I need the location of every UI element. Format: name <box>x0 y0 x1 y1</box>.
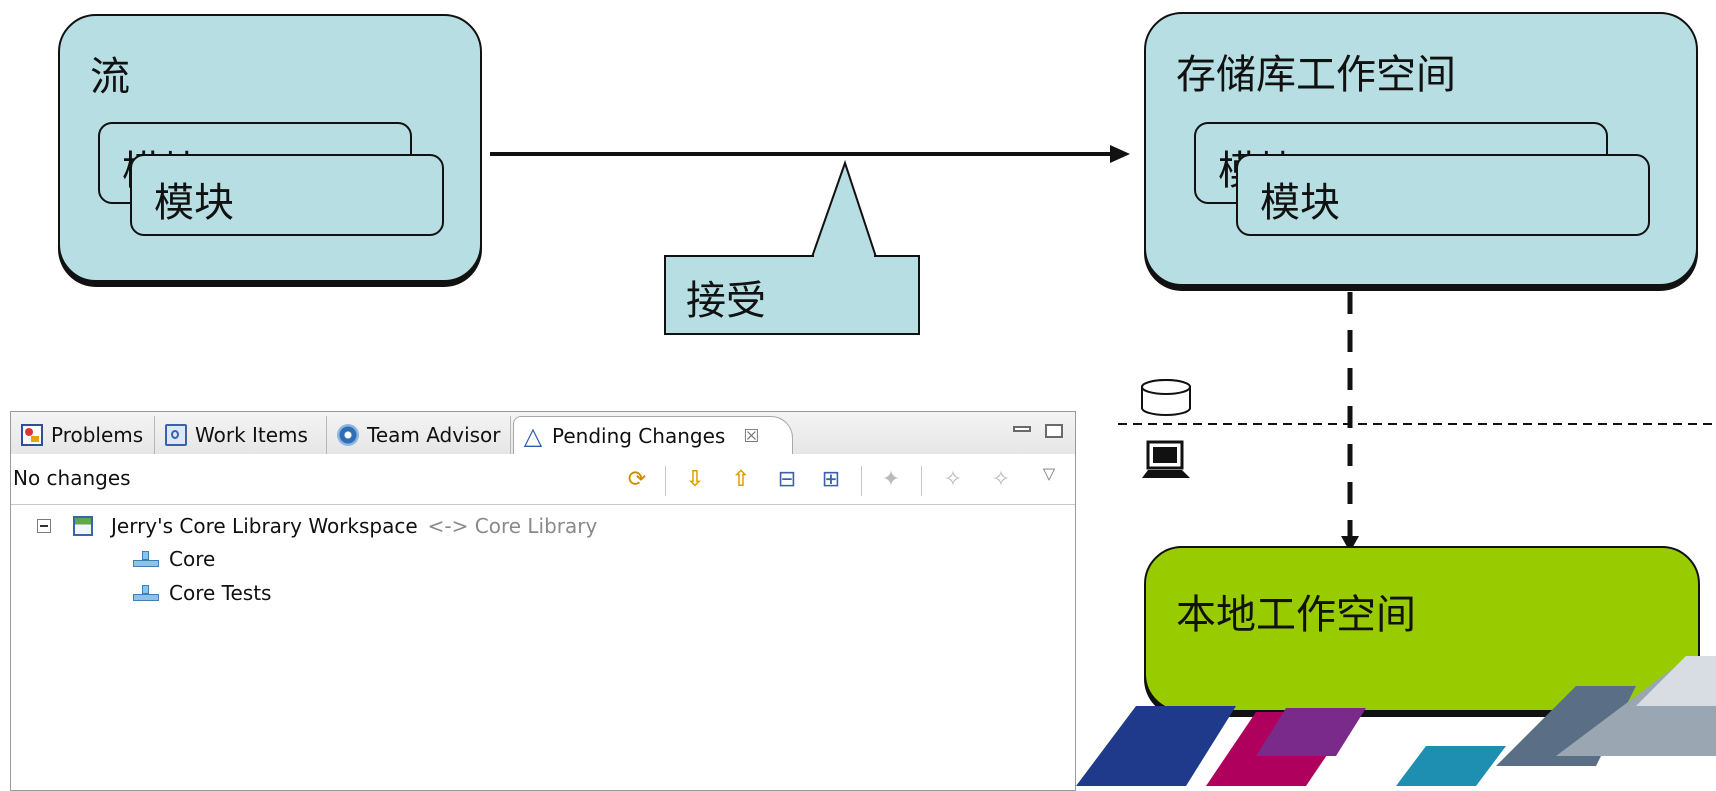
component-icon <box>133 551 159 567</box>
view-tab-bar: Problems Work Items Team Advisor △ Pendi… <box>11 412 1075 455</box>
sync-arrow-head <box>1341 536 1359 552</box>
expand-all-icon[interactable]: ⊞ <box>821 467 841 492</box>
component-name: Core Tests <box>169 581 272 605</box>
pending-changes-view: Problems Work Items Team Advisor △ Pendi… <box>10 411 1076 791</box>
toolbar-separator <box>665 466 666 496</box>
accept-arrow-head <box>1110 145 1130 163</box>
collapse-all-icon[interactable]: ⊟ <box>777 467 797 492</box>
toolbar-separator <box>921 466 922 496</box>
tab-pending-changes[interactable]: △ Pending Changes ☒ <box>513 416 793 455</box>
tab-label: Problems <box>51 423 144 447</box>
view-toolbar: No changes ⟳ ⇩ ⇧ ⊟ ⊞ ✦ ✧ ✧ ▽ <box>11 454 1075 505</box>
tree-row-workspace[interactable]: Jerry's Core Library Workspace <-> Core … <box>37 514 597 538</box>
refresh-icon[interactable]: ⟳ <box>627 467 647 492</box>
collapse-node-icon[interactable] <box>37 519 51 533</box>
local-workspace-title: 本地工作空间 <box>1176 592 1416 638</box>
stream-module-front: 模块 <box>130 154 444 236</box>
accept-callout <box>664 255 920 335</box>
tab-label: Work Items <box>195 423 308 447</box>
repository-workspace-title: 存储库工作空间 <box>1176 52 1456 98</box>
tab-team-advisor[interactable]: Team Advisor <box>329 416 511 454</box>
problems-icon <box>21 424 43 446</box>
workspace-flow-target: <-> Core Library <box>427 514 598 538</box>
minimize-view-icon[interactable] <box>1013 426 1031 432</box>
team-advisor-icon <box>337 424 359 446</box>
view-menu-icon[interactable]: ▽ <box>1042 464 1056 483</box>
laptop-icon <box>1142 440 1190 478</box>
resume-icon[interactable]: ✧ <box>991 467 1011 492</box>
component-icon <box>133 585 159 601</box>
filter-icon[interactable]: ✦ <box>881 467 901 492</box>
repository-workspace-box: 存储库工作空间 模块 模块 <box>1144 12 1698 286</box>
module-label: 模块 <box>154 180 234 226</box>
deliver-outgoing-icon[interactable]: ⇧ <box>731 467 751 492</box>
workspace-icon <box>73 516 93 536</box>
callout-pointer <box>811 159 877 258</box>
stream-box: 流 模块 模块 <box>58 14 482 282</box>
accept-callout-label: 接受 <box>686 278 766 324</box>
database-icon <box>1141 379 1191 416</box>
component-name: Core <box>169 547 216 571</box>
work-items-icon <box>165 424 187 446</box>
workspace-name: Jerry's Core Library Workspace <box>111 514 418 538</box>
callout-pointer-cover <box>814 254 874 258</box>
tab-label: Team Advisor <box>367 423 501 447</box>
accept-incoming-icon[interactable]: ⇩ <box>685 467 705 492</box>
tab-problems[interactable]: Problems <box>13 416 155 454</box>
pending-changes-icon: △ <box>523 422 543 450</box>
maximize-view-icon[interactable] <box>1045 424 1063 438</box>
tab-work-items[interactable]: Work Items <box>157 416 327 454</box>
tree-row-component[interactable]: Core Tests <box>133 581 271 605</box>
decorative-corner-graphic <box>1076 656 1716 786</box>
tree-row-component[interactable]: Core <box>133 547 215 571</box>
stream-title: 流 <box>90 54 130 100</box>
suspend-icon[interactable]: ✧ <box>943 467 963 492</box>
status-text: No changes <box>13 466 131 490</box>
module-label: 模块 <box>1260 180 1340 226</box>
close-tab-icon[interactable]: ☒ <box>743 425 760 447</box>
tab-label: Pending Changes <box>552 424 726 448</box>
toolbar-separator <box>861 466 862 496</box>
local-workspace-box: 本地工作空间 <box>1144 546 1700 712</box>
repo-module-front: 模块 <box>1236 154 1650 236</box>
